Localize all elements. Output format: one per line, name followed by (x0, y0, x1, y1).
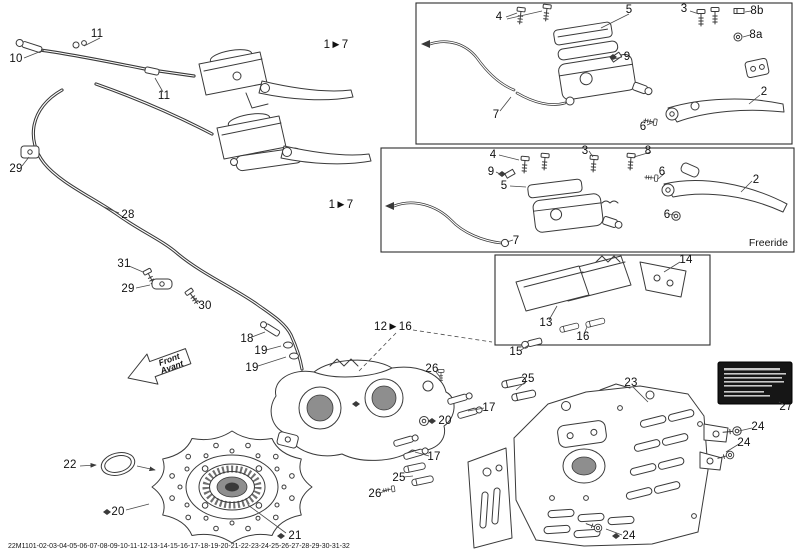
hose-clamp (20, 145, 40, 159)
handlebar-assembly (15, 38, 372, 371)
brake-lever-2 (667, 98, 785, 123)
banjo-fitting (15, 38, 43, 53)
master-cylinder-upper (198, 49, 354, 109)
inset-box-master-cylinder (415, 2, 793, 145)
brake-lever-upper (258, 80, 354, 101)
brake-lever-freeride (663, 180, 788, 213)
brake-disc (103, 430, 313, 544)
inset-box-brake-pads (494, 254, 711, 346)
inset-freeride-content: Freeride (385, 152, 788, 249)
brake-caliper (270, 358, 537, 495)
warning-label (717, 361, 793, 405)
heat-shield (467, 383, 743, 549)
o-ring (100, 452, 136, 476)
figure-caption: 22M1101-02-03-04-05-06-07-08-09-10-11-12… (8, 543, 350, 550)
pad-retainer (639, 261, 687, 298)
leader-lines (21, 10, 784, 536)
brake-pad-inner (515, 265, 590, 312)
brake-lever-lower (280, 145, 372, 165)
reservoir-body (558, 53, 636, 101)
front-direction-arrow: Front Avant (127, 348, 192, 385)
reservoir-body-freeride (532, 193, 604, 233)
inset-brake-pads-content (515, 255, 687, 349)
hose-clamp-mid (151, 278, 173, 290)
freeride-label: Freeride (749, 237, 788, 249)
inset-box-freeride (380, 147, 795, 253)
master-cylinder-lower (216, 113, 372, 172)
inset-master-cylinder (421, 3, 785, 127)
lever-perch-clamp (744, 57, 770, 79)
banjo-bolt-18 (260, 321, 281, 337)
